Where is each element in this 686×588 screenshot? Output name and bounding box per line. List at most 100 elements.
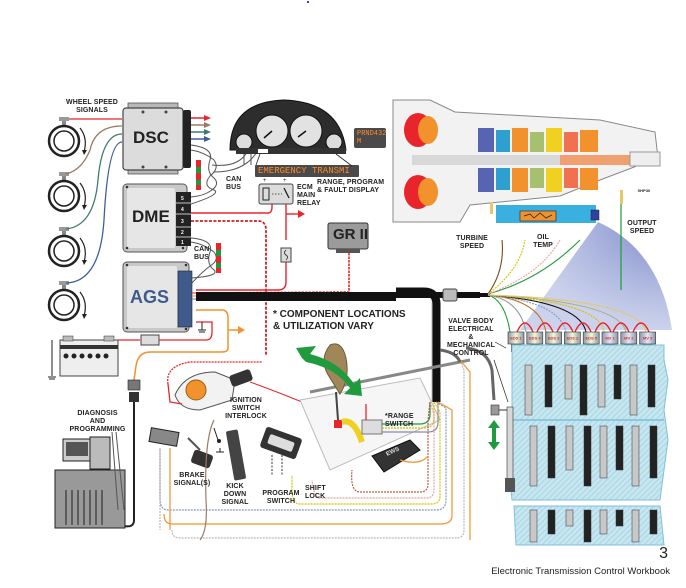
main-fuse bbox=[140, 334, 160, 346]
fault-message-display: EMERGENCY TRANSMI bbox=[258, 166, 350, 176]
valve-spool bbox=[579, 364, 588, 416]
ags-power-wire bbox=[159, 321, 213, 341]
transmission-cutaway bbox=[392, 99, 661, 223]
dsc-label: DSC bbox=[133, 128, 169, 147]
ecm-main-relay-label: ECM MAIN RELAY bbox=[297, 184, 321, 207]
gear-position-display: PRND432 M bbox=[357, 130, 387, 146]
ignition-switch bbox=[167, 361, 262, 411]
red-arrow bbox=[298, 210, 305, 218]
orange-arrow bbox=[238, 326, 245, 334]
valve-spool bbox=[547, 509, 556, 535]
selector-loom-wires bbox=[159, 359, 471, 541]
solenoid-label: EDS 5 bbox=[585, 336, 597, 341]
gr2-module bbox=[327, 222, 369, 253]
diagnosis-programming-label: DIAGNOSIS AND PROGRAMMING bbox=[69, 410, 126, 433]
dme-module bbox=[122, 183, 191, 253]
solenoid-label: EDS 2 bbox=[567, 336, 579, 341]
main-harness bbox=[196, 287, 490, 402]
valve-body-leader bbox=[494, 341, 507, 349]
svg-text:+: + bbox=[263, 178, 267, 184]
fuse-symbol bbox=[284, 249, 288, 261]
valve-spool bbox=[544, 364, 553, 408]
solenoid-label: MV 2 bbox=[624, 336, 634, 341]
valve-spool bbox=[613, 364, 622, 400]
page-number: 3 bbox=[659, 545, 668, 562]
battery bbox=[48, 335, 119, 380]
can-bus-wires bbox=[190, 137, 260, 285]
kick-down-signal-label: KICK DOWN SIGNAL bbox=[221, 483, 249, 506]
transmission-code-label: 5HP30 bbox=[637, 188, 651, 193]
wheel-sensor-wires bbox=[65, 118, 123, 284]
dme-pin: 3 bbox=[181, 219, 184, 225]
valve-body-callout-beam bbox=[520, 222, 672, 330]
dsc-output-arrows bbox=[191, 115, 211, 142]
relay-wires bbox=[196, 204, 300, 291]
valve-spools bbox=[524, 364, 658, 543]
ags-ground bbox=[198, 322, 206, 333]
valve-spool bbox=[547, 425, 556, 479]
valve-spool bbox=[564, 364, 573, 400]
dme-wires bbox=[191, 202, 273, 355]
solenoid-label: EDS 1 bbox=[510, 336, 522, 341]
solenoid-jumper-wires bbox=[516, 322, 650, 333]
gr2-label: GR II bbox=[333, 226, 369, 243]
valve-spool bbox=[649, 425, 658, 479]
component-locations-note: * COMPONENT LOCATIONS & UTILIZATION VARY bbox=[273, 309, 406, 332]
wheel-sensor-2 bbox=[47, 172, 87, 213]
valve-spool bbox=[524, 364, 533, 416]
dme-label: DME bbox=[132, 207, 170, 226]
dme-pin: 2 bbox=[181, 230, 184, 236]
ignition-switch-interlock-label: IGNITION SWITCH INTERLOCK bbox=[225, 397, 267, 420]
ags-label: AGS bbox=[130, 287, 170, 307]
dme-pin: 1 bbox=[181, 240, 184, 246]
valve-spool bbox=[599, 509, 608, 535]
page-footer: Electronic Transmission Control Workbook bbox=[491, 566, 670, 577]
valve-body-leader bbox=[493, 359, 509, 403]
wheel-sensor-1 bbox=[47, 117, 87, 158]
valve-spool bbox=[565, 425, 574, 471]
shift-direction-arrow-icon bbox=[296, 346, 362, 396]
diagnostic-connector bbox=[123, 379, 141, 528]
up-down-arrow-icon bbox=[488, 420, 500, 450]
turbine-speed-label: TURBINE SPEED bbox=[456, 235, 488, 250]
wheel-speed-sensors bbox=[47, 117, 87, 322]
valve-spool bbox=[615, 509, 624, 527]
ags-harness-wires bbox=[192, 292, 196, 300]
valve-spool bbox=[583, 509, 592, 543]
kickdown-pedal bbox=[213, 427, 246, 481]
valve-spool bbox=[631, 425, 640, 487]
stray-mark bbox=[307, 1, 309, 3]
ags-module bbox=[122, 261, 193, 333]
range-program-fault-display-label: RANGE, PROGRAM & FAULT DISPLAY bbox=[317, 179, 385, 194]
oil-temp-label: OIL TEMP bbox=[533, 234, 553, 249]
ews-module bbox=[371, 439, 421, 473]
dme-pin: 5 bbox=[181, 196, 184, 202]
valve-spool bbox=[583, 425, 592, 487]
wheel-speed-signals-label: WHEEL SPEED SIGNALS bbox=[66, 99, 118, 114]
wheel-sensor-3 bbox=[47, 227, 87, 268]
shift-lock-label: SHIFT LOCK bbox=[305, 485, 326, 500]
ecm-main-relay: + + bbox=[258, 178, 294, 205]
program-switch-label: PROGRAM SWITCH bbox=[262, 490, 300, 505]
message-display-panel bbox=[255, 165, 359, 177]
valve-spool bbox=[529, 509, 538, 543]
display-leader bbox=[335, 153, 353, 167]
brake-signals-label: BRAKE SIGNAL(S) bbox=[173, 472, 211, 487]
program-switch bbox=[260, 427, 302, 475]
dme-pin: 4 bbox=[181, 207, 184, 213]
valve-spool bbox=[529, 425, 538, 487]
brake-switch bbox=[148, 427, 213, 469]
solenoid-label: MV 1 bbox=[605, 336, 615, 341]
valve-spool bbox=[597, 364, 606, 408]
dsc-module bbox=[122, 102, 191, 175]
can-bus-label: CAN BUS bbox=[194, 246, 210, 261]
valve-body-label: VALVE BODY ELECTRICAL & MECHANICAL CONTR… bbox=[446, 318, 496, 357]
valve-spool bbox=[647, 364, 656, 408]
solenoid-feed-wires bbox=[487, 239, 647, 333]
valve-spool bbox=[615, 425, 624, 471]
dme-pin-numbers: 5 4 3 2 1 bbox=[181, 196, 184, 246]
valve-spool bbox=[565, 509, 574, 527]
